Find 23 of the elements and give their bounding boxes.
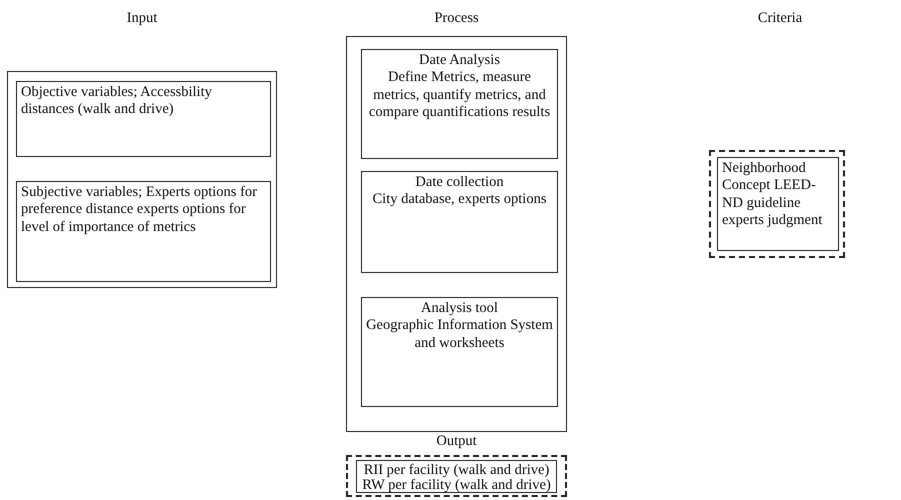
- criteria-box: [717, 157, 839, 251]
- box-text: Objective variables; Accessbility distances (walk and drive): [20, 84, 213, 119]
- box-text: Define Metrics, measure metrics, quantify metrics, and compare quantifications results: [368, 69, 552, 122]
- box-text: City database, experts options: [372, 191, 548, 209]
- column-heading: Criteria: [758, 10, 802, 28]
- process-box: [361, 297, 558, 407]
- criteria-panel: [709, 150, 845, 258]
- box-title: Date collection: [414, 174, 505, 192]
- box-title: Analysis tool: [420, 300, 499, 318]
- box-title: Date Analysis: [418, 52, 501, 70]
- process-box: [361, 49, 558, 159]
- box-text: RW per facility (walk and drive): [361, 478, 552, 494]
- box-text: Geographic Information System and worksheets: [365, 317, 554, 352]
- section-heading: Process: [433, 10, 480, 28]
- section-heading: Input: [126, 10, 158, 28]
- box-text: RII per facility (walk and drive): [362, 463, 550, 478]
- output-box: [356, 460, 557, 493]
- variable-box: [16, 181, 271, 282]
- section-heading: Output: [435, 433, 478, 450]
- process-box: [361, 171, 558, 273]
- box-text: Subjective variables; Experts options for preference distance experts options for level of importance of metrics: [20, 184, 258, 236]
- variable-box: [16, 81, 271, 157]
- box-text: Neighborhood Concept LEED-ND guideline experts judgment: [721, 160, 824, 230]
